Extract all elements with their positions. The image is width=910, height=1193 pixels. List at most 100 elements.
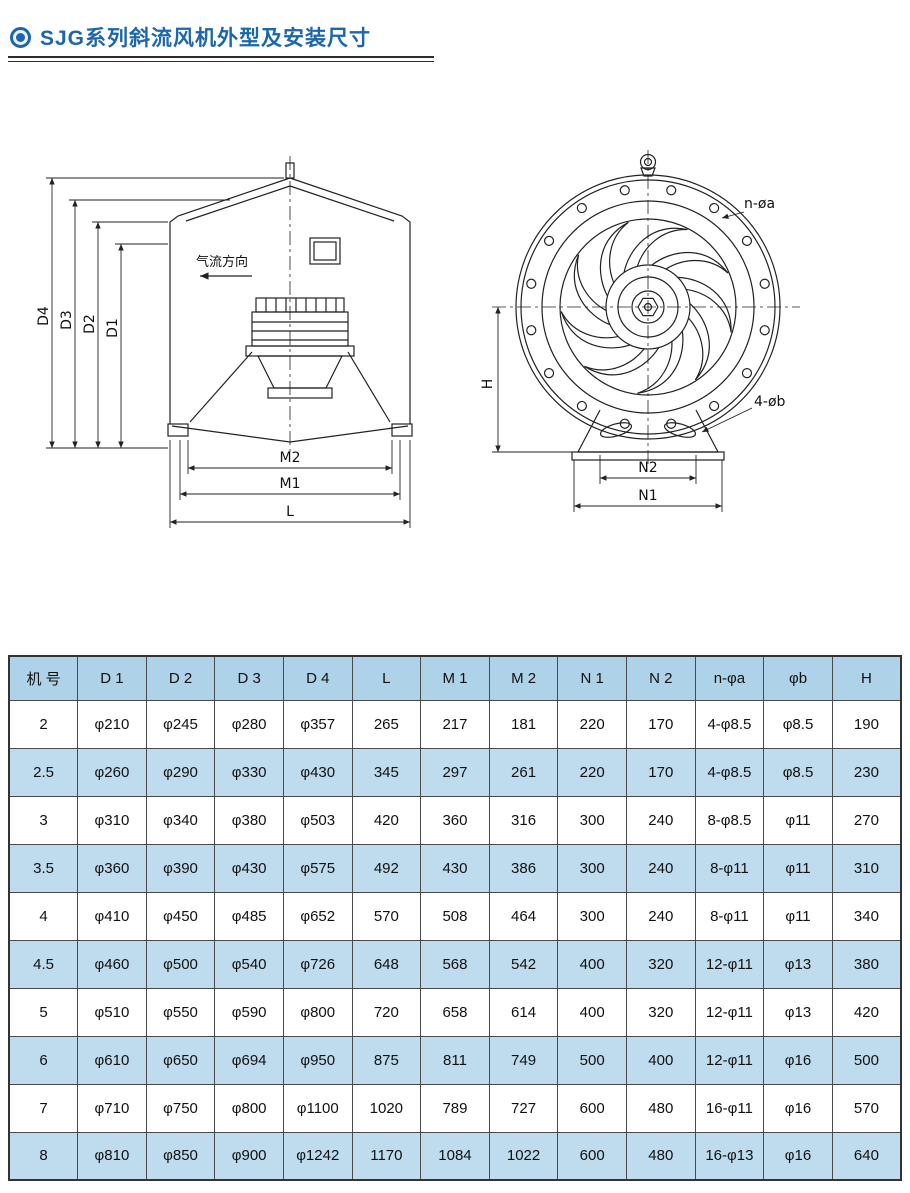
table-cell: 542 — [488, 939, 559, 989]
table-cell: 3.5 — [8, 843, 79, 893]
column-header: L — [351, 655, 422, 701]
table-cell: φ11 — [763, 843, 833, 893]
table-cell: φ900 — [214, 1131, 284, 1181]
front-view-drawing — [492, 150, 800, 512]
table-cell: 600 — [557, 1131, 627, 1181]
table-cell: 8 — [8, 1131, 79, 1181]
table-cell: 217 — [420, 699, 490, 749]
table-cell: φ11 — [763, 795, 833, 845]
table-cell: φ16 — [763, 1083, 833, 1133]
hub — [605, 264, 691, 350]
hub-nut-hexagon — [637, 297, 659, 317]
table-cell: φ1100 — [282, 1083, 353, 1133]
table-cell: 2.5 — [8, 747, 79, 797]
table-cell: φ11 — [763, 891, 833, 941]
table-cell: φ430 — [214, 843, 284, 893]
table-cell: 310 — [831, 843, 902, 893]
page-header: SJG系列斜流风机外型及安装尺寸 — [10, 22, 371, 52]
table-cell: 3 — [8, 795, 79, 845]
table-cell: 16-φ11 — [694, 1083, 765, 1133]
table-cell: φ450 — [145, 891, 216, 941]
table-cell: 4-φ8.5 — [694, 699, 765, 749]
table-cell: φ694 — [214, 1035, 284, 1085]
table-cell: φ540 — [214, 939, 284, 989]
table-cell: 5 — [8, 987, 79, 1037]
table-cell: 1022 — [488, 1131, 559, 1181]
table-cell: φ550 — [145, 987, 216, 1037]
table-cell: φ485 — [214, 891, 284, 941]
table-cell: 190 — [831, 699, 902, 749]
dim-label-n1: N1 — [638, 488, 657, 504]
table-cell: 720 — [351, 987, 422, 1037]
column-header: N 1 — [557, 655, 627, 701]
table-cell: 480 — [625, 1083, 696, 1133]
table-cell: φ430 — [282, 747, 353, 797]
casing-right-outline — [289, 177, 411, 424]
table-cell: φ13 — [763, 987, 833, 1037]
table-cell: 570 — [831, 1083, 902, 1133]
table-cell: 789 — [420, 1083, 490, 1133]
foot-slot-right — [663, 422, 697, 438]
table-cell: φ650 — [145, 1035, 216, 1085]
column-header: 机 号 — [8, 655, 79, 701]
table-cell: 1084 — [420, 1131, 490, 1181]
dim-label-m2: M2 — [280, 450, 301, 466]
table-cell: φ503 — [282, 795, 353, 845]
table-cell: φ750 — [145, 1083, 216, 1133]
table-cell: φ245 — [145, 699, 216, 749]
table-cell: φ340 — [145, 795, 216, 845]
table-cell: 386 — [488, 843, 559, 893]
table-cell: 345 — [351, 747, 422, 797]
table-cell: 4.5 — [8, 939, 79, 989]
table-cell: 500 — [557, 1035, 627, 1085]
shroud-circle — [559, 218, 737, 396]
table-cell: 6 — [8, 1035, 79, 1085]
table-cell: φ357 — [282, 699, 353, 749]
table-cell: 1170 — [351, 1131, 422, 1181]
table-cell: 230 — [831, 747, 902, 797]
table-cell: φ460 — [77, 939, 147, 989]
page-title: SJG系列斜流风机外型及安装尺寸 — [40, 27, 372, 50]
table-cell: φ800 — [282, 987, 353, 1037]
table-cell: φ280 — [214, 699, 284, 749]
table-cell: 640 — [831, 1131, 902, 1181]
table-cell: 265 — [351, 699, 422, 749]
table-cell: φ575 — [282, 843, 353, 893]
flange-bolt-holes — [526, 185, 770, 429]
column-header: M 1 — [420, 655, 490, 701]
table-cell: φ16 — [763, 1131, 833, 1181]
table-cell: φ510 — [77, 987, 147, 1037]
table-cell: 420 — [831, 987, 902, 1037]
table-cell: 400 — [557, 987, 627, 1037]
technical-drawings: D4 D3 D2 D1 气流方向 M2 M1 L H N2 N1 n-øa 4-… — [36, 150, 800, 528]
table-cell: 727 — [488, 1083, 559, 1133]
table-cell: 12-φ11 — [694, 1035, 765, 1085]
table-cell: φ360 — [77, 843, 147, 893]
table-cell: 220 — [557, 699, 627, 749]
table-cell: 749 — [488, 1035, 559, 1085]
junction-box — [309, 237, 341, 265]
table-cell: 480 — [625, 1131, 696, 1181]
table-cell: 658 — [420, 987, 490, 1037]
table-cell: 170 — [625, 747, 696, 797]
table-cell: 568 — [420, 939, 490, 989]
table-cell: φ8.5 — [763, 747, 833, 797]
table-cell: 8-φ8.5 — [694, 795, 765, 845]
bolt-circle-callout: n-øa — [744, 196, 775, 212]
table-cell: 420 — [351, 795, 422, 845]
table-cell: 170 — [625, 699, 696, 749]
title-underline — [8, 56, 434, 62]
table-cell: 400 — [557, 939, 627, 989]
table-cell: 300 — [557, 891, 627, 941]
title-bullet-icon — [10, 26, 31, 48]
table-cell: 380 — [831, 939, 902, 989]
table-cell: 300 — [557, 843, 627, 893]
table-cell: 300 — [557, 795, 627, 845]
table-cell: 297 — [420, 747, 490, 797]
